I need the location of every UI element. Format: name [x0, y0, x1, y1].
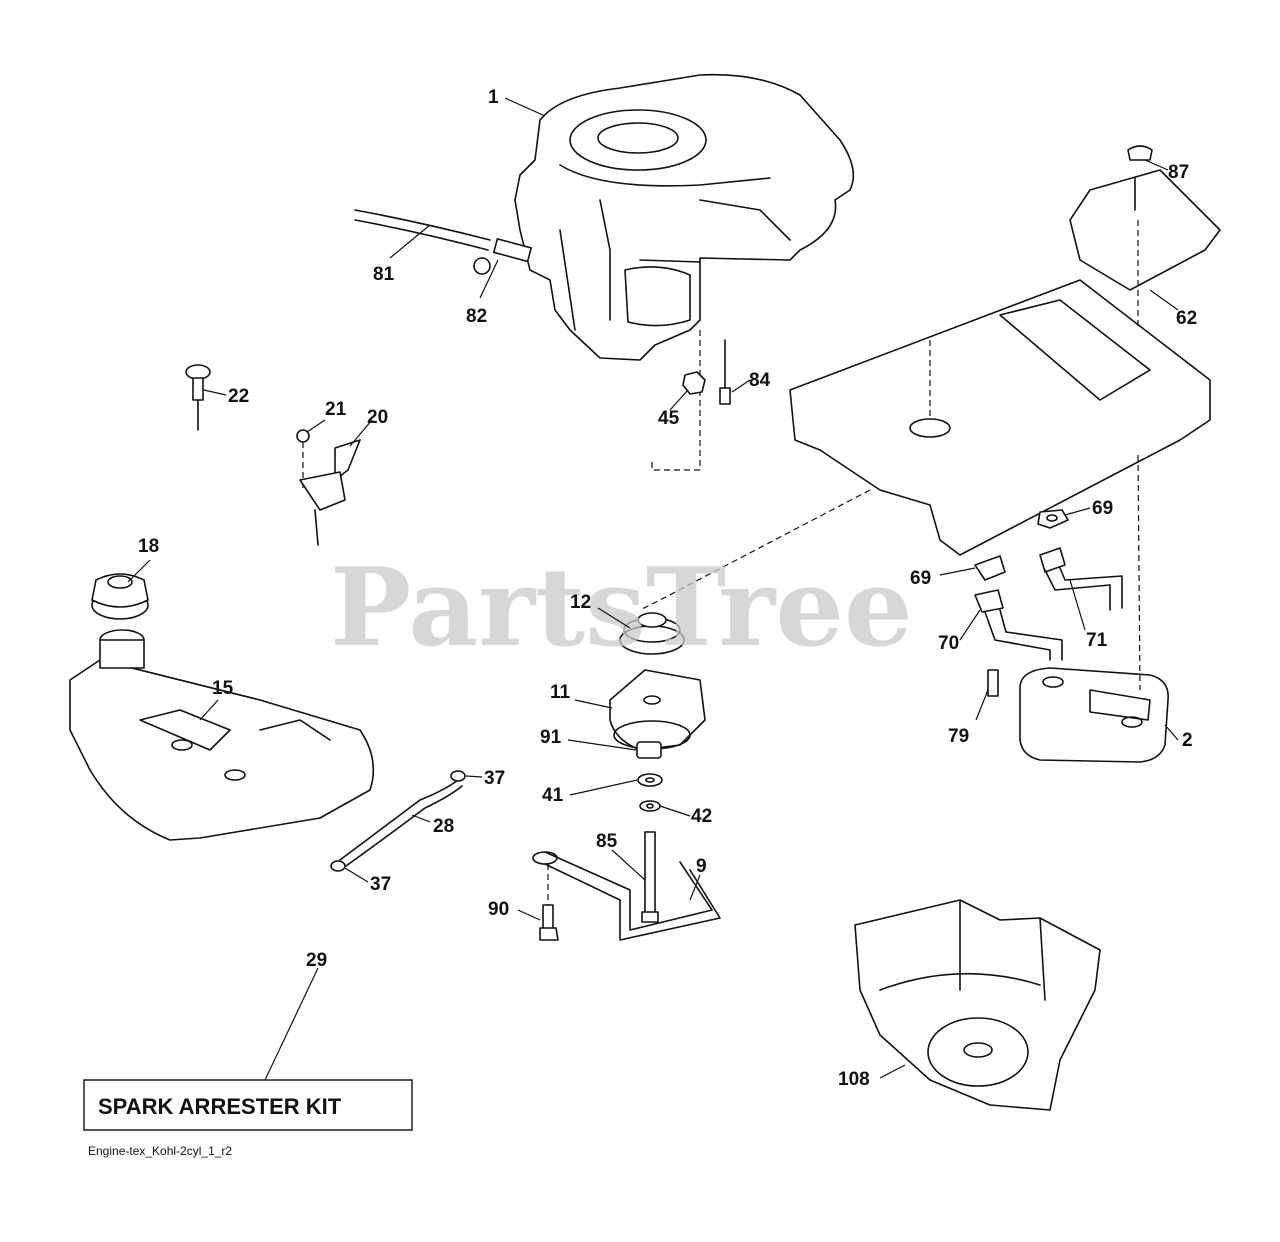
callout-28[interactable]: 28	[433, 816, 454, 837]
fuel-line-drawing[interactable]	[354, 209, 532, 275]
callout-2[interactable]: 2	[1182, 730, 1193, 751]
callout-41[interactable]: 41	[542, 785, 564, 806]
callout-70[interactable]: 70	[938, 633, 959, 654]
fuel-hose-drawing[interactable]	[330, 770, 466, 872]
callout-81[interactable]: 81	[373, 264, 395, 285]
callout-11[interactable]: 11	[550, 682, 571, 703]
callout-84[interactable]: 84	[749, 370, 771, 391]
watermark-text: PartsTree	[330, 545, 913, 671]
callout-62[interactable]: 62	[1176, 308, 1197, 329]
bracket-drawing[interactable]	[532, 851, 721, 941]
frame-plate-drawing[interactable]	[789, 145, 1221, 556]
callout-12[interactable]: 12	[570, 592, 591, 613]
callout-9[interactable]: 9	[696, 856, 707, 877]
callout-69-left[interactable]: 69	[910, 568, 931, 589]
diagram-code: Engine-tex_Kohl-2cyl_1_r2	[88, 1144, 232, 1158]
spark-arrester-kit[interactable]: SPARK ARRESTER KIT	[83, 1079, 413, 1131]
callout-21[interactable]: 21	[325, 399, 347, 420]
callout-22[interactable]: 22	[228, 386, 249, 407]
spark-arrester-kit-label: SPARK ARRESTER KIT	[98, 1094, 342, 1119]
callout-15[interactable]: 15	[212, 678, 234, 699]
callout-87[interactable]: 87	[1168, 162, 1189, 183]
throttle-control-drawing[interactable]	[296, 429, 361, 546]
callout-71[interactable]: 71	[1086, 630, 1108, 651]
engine-hardware-drawing[interactable]	[651, 330, 731, 471]
callout-29[interactable]: 29	[306, 950, 327, 971]
fuel-cap-drawing[interactable]	[91, 573, 149, 620]
callout-labels: 1 2 9 11 12 15 18 20 21 22 28 29 37 37 4…	[138, 87, 1197, 1090]
callout-37-upper[interactable]: 37	[484, 768, 505, 789]
callout-79[interactable]: 79	[948, 726, 969, 747]
belt-guard-drawing[interactable]	[854, 899, 1101, 1111]
callout-37-lower[interactable]: 37	[370, 874, 391, 895]
callout-18[interactable]: 18	[138, 536, 159, 557]
choke-knob-drawing[interactable]	[185, 364, 211, 431]
callout-69-right[interactable]: 69	[1092, 498, 1113, 519]
callout-85[interactable]: 85	[596, 831, 618, 852]
callout-1[interactable]: 1	[488, 87, 499, 108]
callout-20[interactable]: 20	[367, 407, 388, 428]
callout-90[interactable]: 90	[488, 899, 509, 920]
pto-clutch-drawing[interactable]	[609, 489, 871, 923]
exhaust-drawing[interactable]	[974, 454, 1169, 763]
callout-82[interactable]: 82	[466, 306, 487, 327]
callout-108[interactable]: 108	[838, 1069, 870, 1090]
leader-lines	[127, 97, 1179, 1081]
engine-drawing[interactable]	[514, 73, 855, 361]
callout-91[interactable]: 91	[540, 727, 562, 748]
fuel-tank-drawing[interactable]	[69, 629, 375, 841]
callout-42[interactable]: 42	[691, 806, 712, 827]
callout-45[interactable]: 45	[658, 408, 680, 429]
